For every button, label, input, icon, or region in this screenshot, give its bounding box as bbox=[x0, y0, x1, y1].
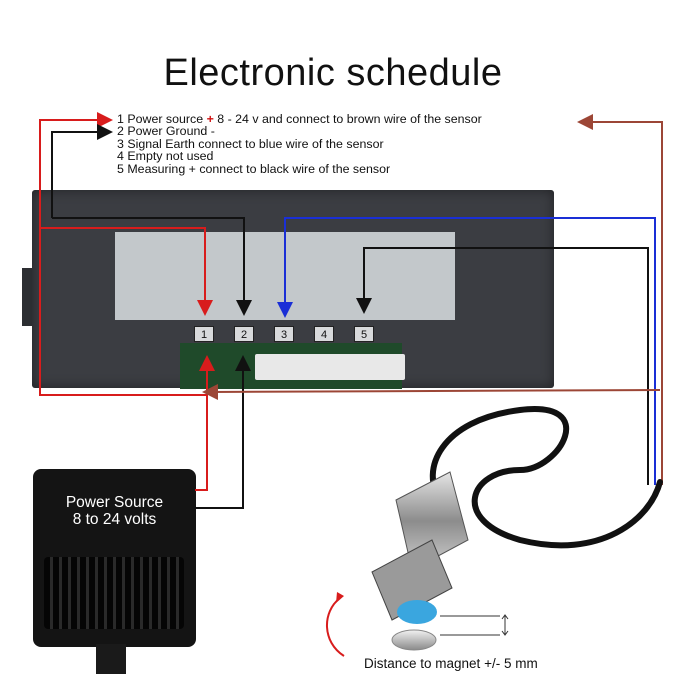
arrow-icon bbox=[52, 217, 252, 316]
power-supply-line2: 8 to 24 volts bbox=[72, 511, 157, 528]
sensor-black-wire bbox=[356, 247, 649, 485]
red-wire bbox=[39, 112, 215, 491]
terminal-2: 2 bbox=[234, 326, 254, 342]
magnet bbox=[391, 629, 437, 651]
terminal-5: 5 bbox=[354, 326, 374, 342]
arrow-icon bbox=[40, 227, 213, 316]
arrow-icon bbox=[51, 124, 113, 218]
arrow-icon bbox=[195, 355, 215, 491]
device-side-tab bbox=[22, 268, 34, 326]
legend-text: Power Ground - bbox=[127, 124, 215, 139]
legend-num: 2 bbox=[117, 124, 124, 139]
legend-text: Measuring + connect to black wire of the… bbox=[127, 161, 391, 176]
pin-legend: 1 Power source + 8 - 24 v and connect to… bbox=[117, 113, 482, 175]
plus-sign: + bbox=[206, 112, 214, 126]
terminal-4: 4 bbox=[314, 326, 334, 342]
legend-row-2: 2 Power Ground - bbox=[117, 125, 482, 137]
double-arrow-icon bbox=[501, 614, 509, 636]
arrow-icon bbox=[202, 383, 661, 400]
legend-num: 1 bbox=[117, 112, 124, 126]
legend-text: Empty not used bbox=[127, 149, 214, 164]
arrow-icon bbox=[195, 355, 251, 509]
power-supply-grille bbox=[44, 557, 184, 629]
terminal-3: 3 bbox=[274, 326, 294, 342]
power-supply-plug bbox=[96, 644, 126, 674]
distance-indicator bbox=[440, 614, 509, 636]
legend-row-5: 5 Measuring + connect to black wire of t… bbox=[117, 161, 482, 176]
arrow-icon bbox=[356, 247, 649, 485]
terminal-connector bbox=[255, 354, 405, 380]
legend-text: 8 - 24 v and connect to brown wire of th… bbox=[213, 112, 482, 126]
sensor-cable bbox=[429, 406, 663, 549]
distance-label: Distance to magnet +/- 5 mm bbox=[364, 656, 538, 671]
power-supply-line1: Power Source bbox=[65, 494, 164, 511]
black-wire bbox=[51, 124, 252, 509]
legend-row-3: 3 Signal Earth connect to blue wire of t… bbox=[117, 138, 482, 150]
terminal-1: 1 bbox=[194, 326, 214, 342]
legend-row-1: 1 Power source + 8 - 24 v and connect to… bbox=[117, 113, 482, 125]
legend-num: 5 bbox=[117, 161, 124, 176]
legend-num: 3 bbox=[117, 136, 124, 151]
rotation-arrow-icon bbox=[326, 592, 345, 657]
legend-text: Signal Earth connect to blue wire of the… bbox=[127, 136, 384, 151]
legend-num: 4 bbox=[117, 149, 124, 164]
arrow-icon bbox=[39, 112, 207, 396]
proximity-sensor bbox=[371, 471, 469, 624]
blue-wire bbox=[277, 217, 656, 485]
diagram-title: Electronic schedule bbox=[163, 52, 503, 94]
brown-wire bbox=[202, 114, 663, 485]
arrow-icon bbox=[577, 114, 663, 485]
arrow-icon bbox=[277, 217, 656, 485]
legend-row-4: 4 Empty not used bbox=[117, 150, 482, 162]
power-supply-label: Power Source 8 to 24 volts bbox=[33, 494, 196, 528]
legend-text: Power source bbox=[127, 112, 207, 126]
